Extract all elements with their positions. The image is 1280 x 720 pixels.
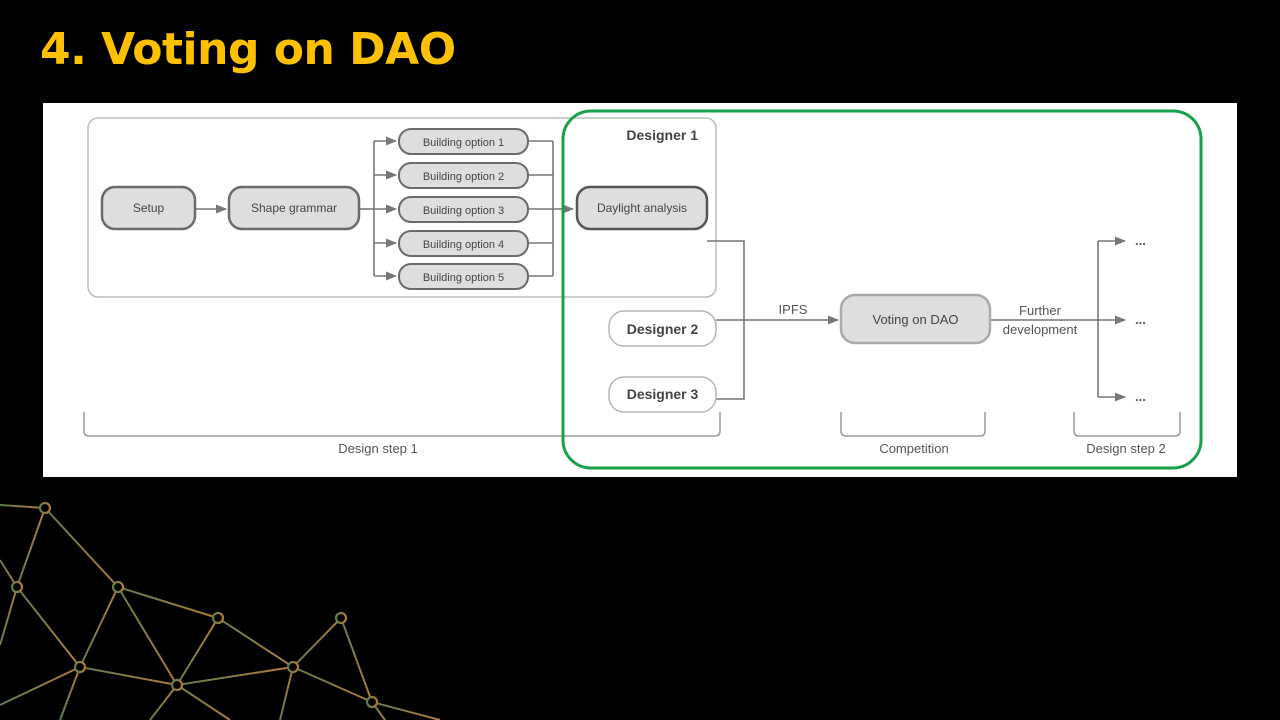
node-designer3: Designer 3 bbox=[608, 376, 717, 413]
building-option-label: Building option 1 bbox=[423, 137, 504, 149]
highlight-frame bbox=[561, 109, 1203, 470]
building-option-label: Building option 2 bbox=[423, 171, 504, 183]
building-option-label: Building option 4 bbox=[423, 239, 504, 251]
node-voting-on-dao: Voting on DAO bbox=[839, 293, 992, 345]
bracket-label-design-step-2: Design step 2 bbox=[1086, 441, 1166, 456]
node-setup-label: Setup bbox=[133, 201, 165, 215]
node-setup: Setup bbox=[100, 185, 197, 231]
output-ellipsis: ... bbox=[1135, 389, 1146, 404]
slide-title: 4. Voting on DAO bbox=[40, 24, 456, 75]
connectors bbox=[195, 136, 1127, 402]
building-option-label: Building option 3 bbox=[423, 205, 504, 217]
designer1-label: Designer 1 bbox=[626, 127, 698, 143]
bracket-lines bbox=[83, 412, 1181, 437]
output-ellipsis: ... bbox=[1135, 312, 1146, 327]
node-designer2: Designer 2 bbox=[608, 310, 717, 347]
building-option-label: Building option 5 bbox=[423, 272, 504, 284]
bracket-label-competition: Competition bbox=[879, 441, 948, 456]
network-decoration-icon bbox=[0, 501, 441, 720]
workflow-diagram: Designer 1 bbox=[83, 109, 1203, 470]
diagram-panel: Designer 1 bbox=[43, 103, 1237, 477]
output-ellipsis: ... bbox=[1135, 233, 1146, 248]
bracket-label-design-step-1: Design step 1 bbox=[338, 441, 418, 456]
node-designer3-label: Designer 3 bbox=[627, 386, 699, 402]
edge-label-development: development bbox=[1003, 322, 1078, 337]
building-option-node: Building option 3 bbox=[398, 196, 529, 223]
edge-label-ipfs: IPFS bbox=[779, 302, 808, 317]
node-voting-label: Voting on DAO bbox=[873, 312, 959, 327]
node-designer2-label: Designer 2 bbox=[627, 321, 699, 337]
building-option-node: Building option 1 bbox=[398, 128, 529, 155]
building-option-node: Building option 4 bbox=[398, 230, 529, 257]
node-daylight-analysis: Daylight analysis bbox=[575, 185, 709, 231]
node-daylight-label: Daylight analysis bbox=[597, 201, 687, 215]
building-option-node: Building option 5 bbox=[398, 263, 529, 290]
edge-label-further: Further bbox=[1019, 303, 1062, 318]
node-shape-grammar-label: Shape grammar bbox=[251, 201, 337, 215]
building-option-node: Building option 2 bbox=[398, 162, 529, 189]
node-shape-grammar: Shape grammar bbox=[227, 185, 361, 231]
designer1-group bbox=[87, 117, 717, 298]
